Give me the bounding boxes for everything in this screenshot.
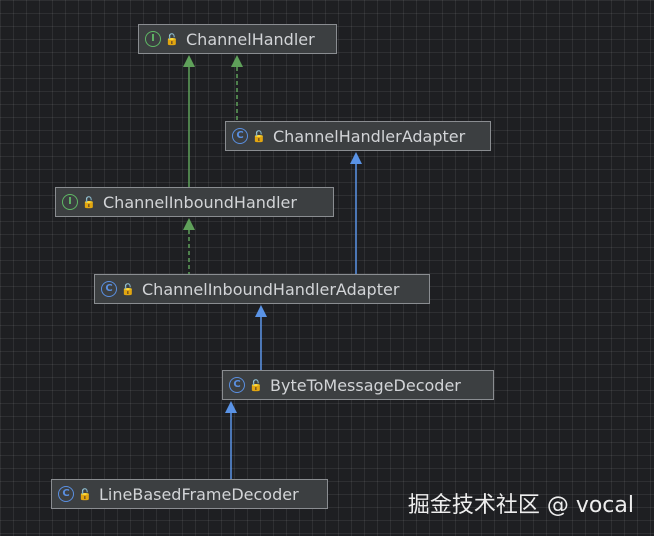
watermark: 掘金技术社区 @ vocal (407, 493, 634, 518)
arrowhead-icon (183, 218, 195, 230)
arrowhead-icon (183, 55, 195, 67)
lock-icon: 🔓 (252, 129, 266, 143)
lock-icon: 🔓 (78, 487, 92, 501)
interface-icon: I (62, 194, 78, 210)
node-channel-handler[interactable]: I 🔓 ChannelHandler (138, 24, 337, 54)
lock-icon: 🔓 (82, 195, 96, 209)
node-label: LineBasedFrameDecoder (99, 484, 299, 504)
node-channel-inbound-handler-adapter[interactable]: C 🔓 ChannelInboundHandlerAdapter (94, 274, 430, 304)
lock-icon: 🔓 (165, 32, 179, 46)
node-label: ChannelInboundHandlerAdapter (142, 279, 400, 299)
node-label: ChannelHandlerAdapter (273, 126, 466, 146)
node-label: ChannelHandler (186, 29, 315, 49)
class-icon: C (229, 377, 245, 393)
node-channel-handler-adapter[interactable]: C 🔓 ChannelHandlerAdapter (225, 121, 491, 151)
arrowhead-icon (350, 152, 362, 164)
arrowhead-icon (231, 55, 243, 67)
arrowhead-icon (225, 401, 237, 413)
class-icon: C (101, 281, 117, 297)
lock-icon: 🔓 (249, 378, 263, 392)
node-label: ByteToMessageDecoder (270, 375, 461, 395)
node-channel-inbound-handler[interactable]: I 🔓 ChannelInboundHandler (55, 187, 334, 217)
class-icon: C (58, 486, 74, 502)
arrowhead-icon (255, 305, 267, 317)
interface-icon: I (145, 31, 161, 47)
lock-icon: 🔓 (121, 282, 135, 296)
node-byte-to-message-decoder[interactable]: C 🔓 ByteToMessageDecoder (222, 370, 494, 400)
class-icon: C (232, 128, 248, 144)
node-line-based-frame-decoder[interactable]: C 🔓 LineBasedFrameDecoder (51, 479, 328, 509)
node-label: ChannelInboundHandler (103, 192, 297, 212)
